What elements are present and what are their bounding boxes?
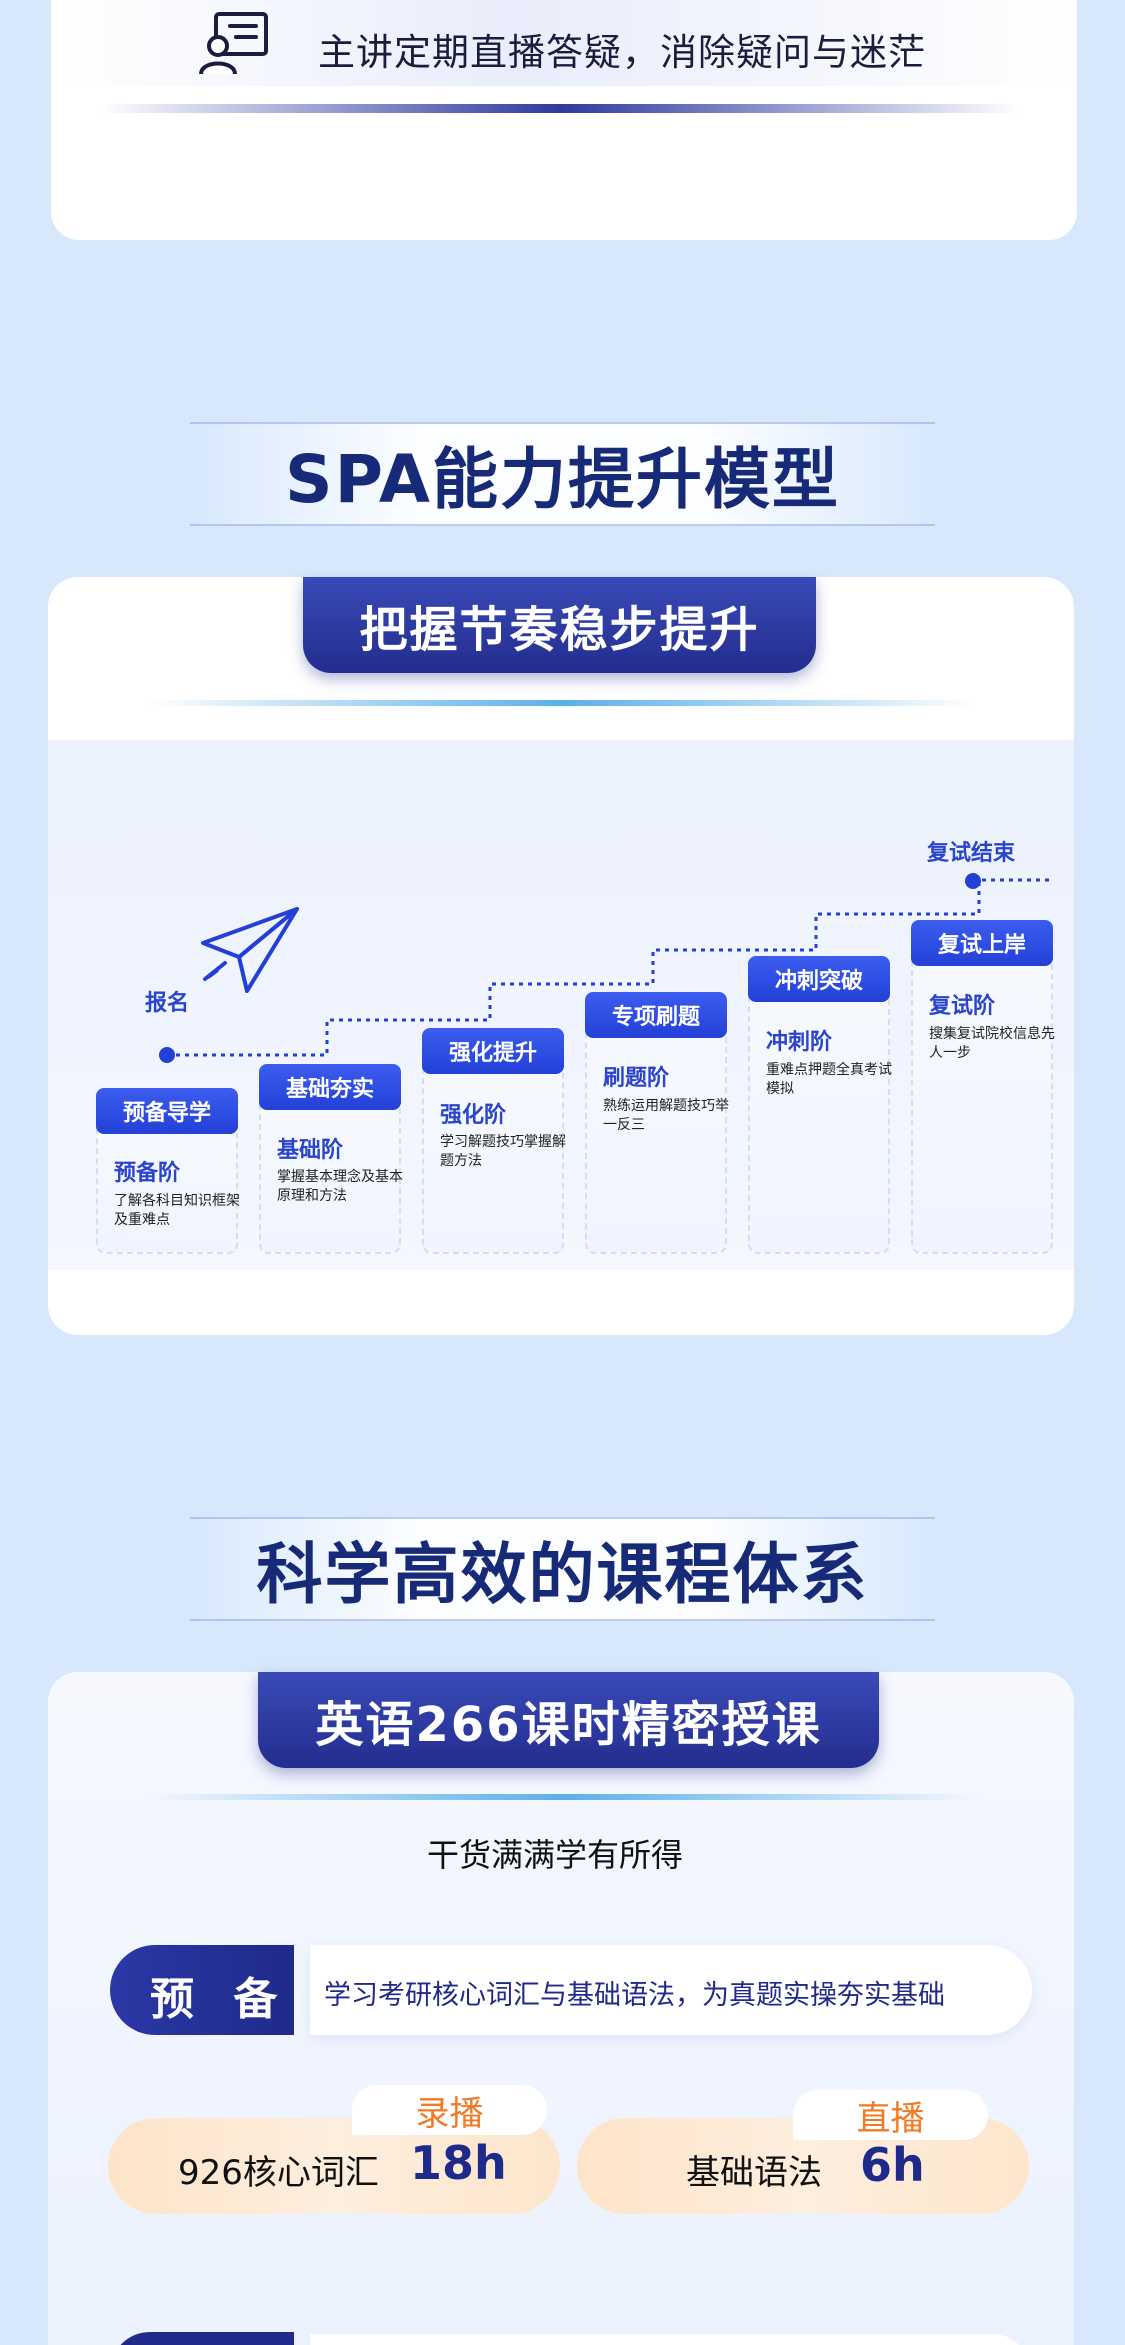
step-name: 复试阶	[929, 994, 996, 1019]
step-desc: 学习解题技巧掌握解题方法	[440, 1134, 566, 1169]
lesson-hours: 6h	[860, 2138, 925, 2192]
qa-text: 主讲定期直播答疑，消除疑问与迷茫	[318, 31, 926, 74]
step-tag: 冲刺突破	[748, 956, 890, 1002]
step-card	[911, 920, 1053, 1254]
step-name: 刷题阶	[603, 1066, 670, 1091]
step-name: 预备阶	[114, 1161, 181, 1186]
lesson-name: 基础语法	[686, 2153, 822, 2193]
spa-section-header: SPA能力提升模型	[190, 422, 935, 526]
course-tab-title-text: 英语266课时精密授课	[315, 1697, 822, 1753]
phase-label: 预 备	[150, 1974, 290, 2025]
qa-person-icon	[199, 12, 268, 75]
course-section-header: 科学高效的课程体系	[190, 1517, 935, 1621]
next-phase-pill	[110, 2332, 294, 2345]
course-tab-title: 英语266课时精密授课	[258, 1672, 879, 1768]
staircase-path	[159, 873, 1051, 1063]
phase-label-pill: 预 备	[110, 1945, 294, 2035]
start-label: 报名	[145, 991, 190, 1016]
divider-line	[100, 104, 1020, 113]
step-tag: 复试上岸	[911, 920, 1053, 966]
step-desc: 掌握基本理念及基本原理和方法	[277, 1169, 403, 1204]
spa-tab-title-text: 把握节奏稳步提升	[359, 602, 760, 658]
step-desc: 重难点押题全真考试模拟	[766, 1062, 892, 1097]
step-tag: 专项刷题	[585, 992, 727, 1038]
recorded-badge: 录播	[352, 2085, 547, 2135]
course-subtitle: 干货满满学有所得	[427, 1836, 684, 1874]
step-desc: 熟练运用解题技巧举一反三	[603, 1098, 729, 1133]
course-glow-line	[148, 1794, 978, 1800]
spa-tab-title: 把握节奏稳步提升	[303, 577, 816, 673]
step-name: 强化阶	[440, 1103, 507, 1128]
paper-plane-icon	[201, 907, 299, 993]
step-desc: 了解各科目知识框架及重难点	[114, 1193, 240, 1228]
step-tag: 基础夯实	[259, 1064, 401, 1110]
end-label: 复试结束	[927, 841, 1016, 866]
spa-glow-line	[148, 700, 978, 706]
step-tag: 强化提升	[422, 1028, 564, 1074]
phase-desc: 学习考研核心词汇与基础语法，为真题实操夯实基础	[324, 1980, 945, 2011]
phase-desc-box: 学习考研核心词汇与基础语法，为真题实操夯实基础	[310, 1945, 1032, 2035]
step-tag: 预备导学	[96, 1088, 238, 1134]
lesson-name: 926核心词汇	[178, 2153, 379, 2193]
step-name: 基础阶	[277, 1138, 344, 1163]
live-badge: 直播	[793, 2090, 988, 2140]
lesson-hours: 18h	[410, 2136, 507, 2190]
spa-section-title: SPA能力提升模型	[285, 441, 840, 518]
step-desc: 搜集复试院校信息先人一步	[929, 1026, 1055, 1061]
step-name: 冲刺阶	[766, 1030, 833, 1055]
step-card	[748, 956, 890, 1254]
course-section-title: 科学高效的课程体系	[256, 1536, 869, 1613]
next-phase-box	[310, 2334, 1032, 2345]
